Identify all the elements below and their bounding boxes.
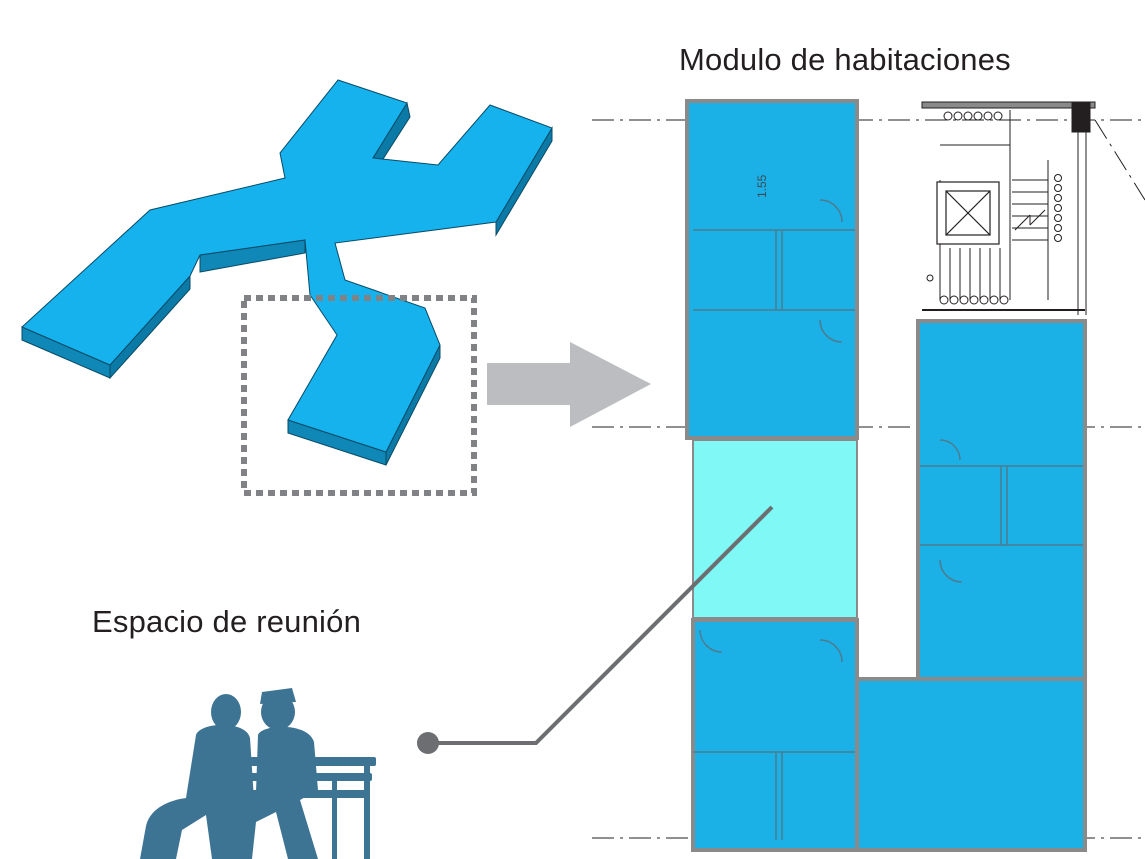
plan-dimension: 1.55 bbox=[755, 174, 769, 198]
meeting-space bbox=[692, 439, 858, 619]
elevator-icon bbox=[936, 181, 1000, 245]
selection-frame bbox=[241, 295, 477, 496]
leader-dot bbox=[417, 732, 439, 754]
building-top bbox=[21, 79, 553, 453]
room-module-right bbox=[916, 319, 1087, 681]
stairs-icon bbox=[921, 101, 1096, 315]
people-on-bench-icon bbox=[140, 688, 376, 859]
meeting-space-label: Espacio de reunión bbox=[92, 604, 362, 639]
room-module-bottom-right bbox=[855, 677, 1087, 852]
partitions bbox=[693, 199, 1083, 840]
room-module-top-left bbox=[685, 99, 859, 440]
leader-line bbox=[430, 505, 774, 745]
floor-plan: 1.55 bbox=[685, 99, 1096, 852]
room-module-bottom-left bbox=[691, 618, 859, 852]
module-title: Modulo de habitaciones bbox=[679, 42, 1011, 77]
right-arrow-icon bbox=[487, 342, 651, 427]
building-massing bbox=[21, 79, 553, 466]
